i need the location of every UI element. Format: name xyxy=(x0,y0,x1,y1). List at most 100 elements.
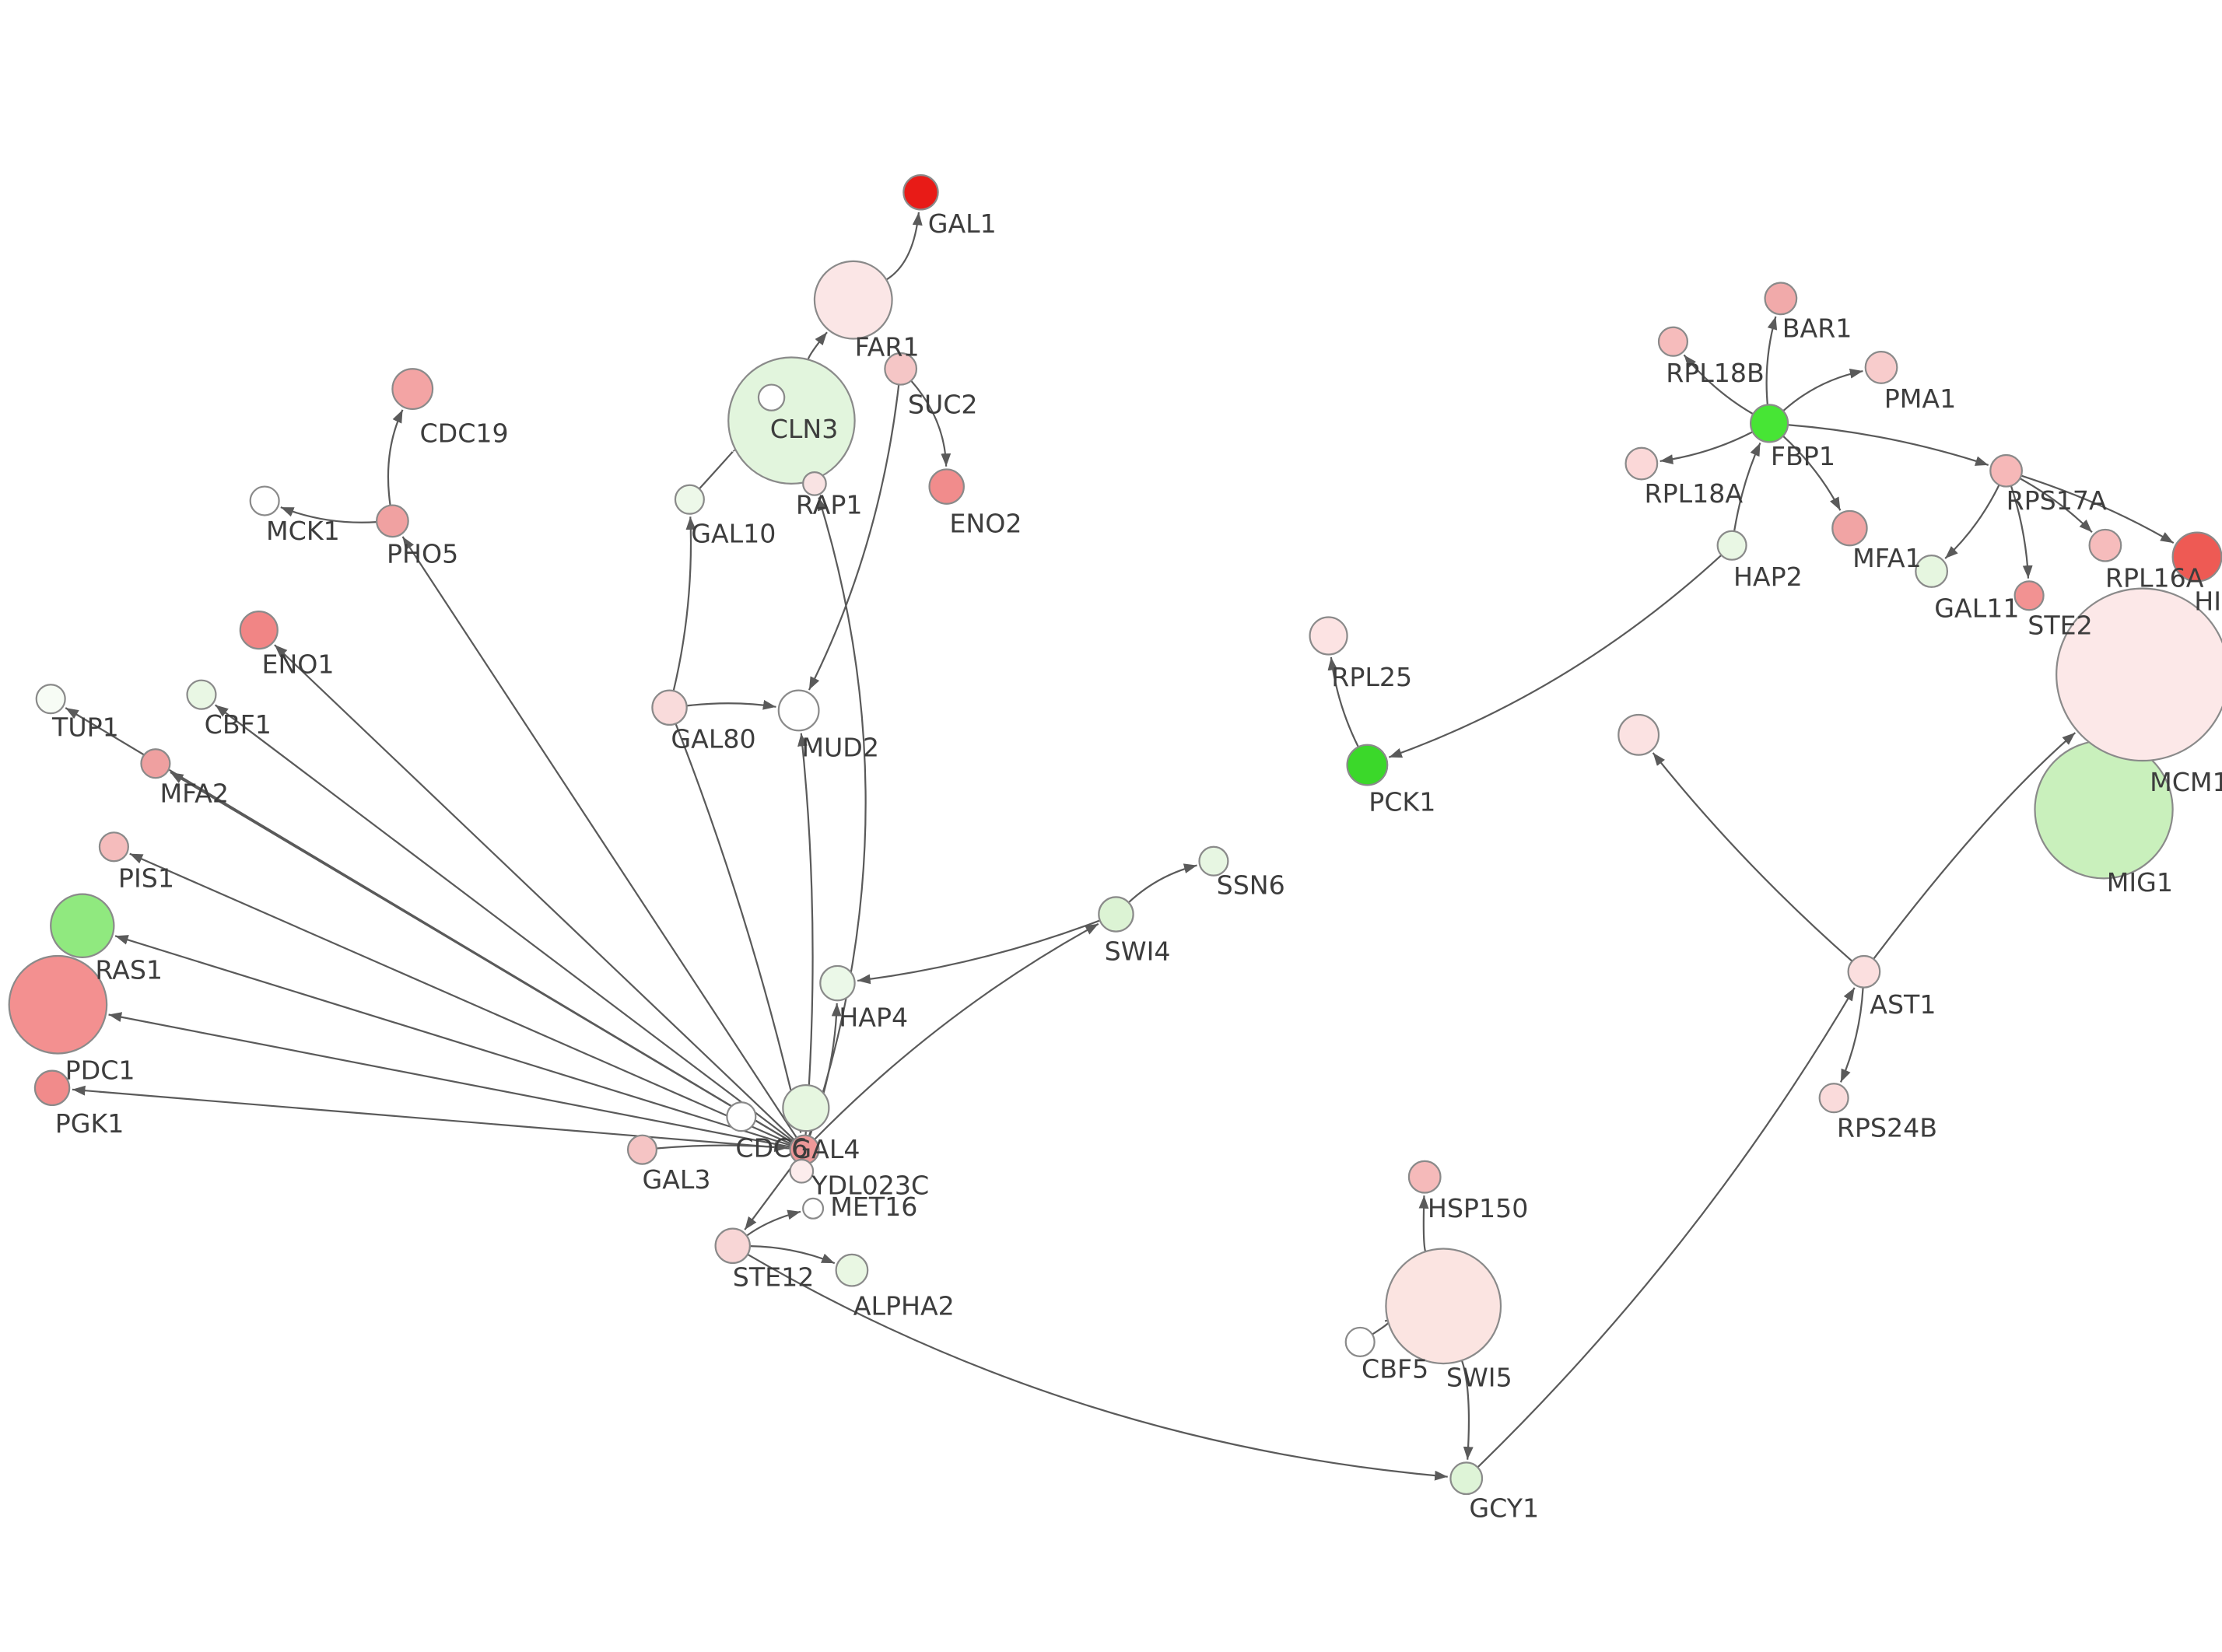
edge-ast1-n3[interactable] xyxy=(1652,752,1853,962)
node-pis1[interactable] xyxy=(98,831,129,863)
edge-gcy1-ast1[interactable] xyxy=(1477,987,1856,1468)
edge-fbp1-mfa1[interactable] xyxy=(1782,435,1842,511)
edge-gal80-gal10[interactable] xyxy=(672,516,696,691)
node-far1[interactable] xyxy=(813,260,893,340)
edge-ste12-gcy1[interactable] xyxy=(747,1253,1448,1481)
edge-gal3-gal4[interactable] xyxy=(656,1142,787,1153)
node-pma1[interactable] xyxy=(1864,351,1898,384)
node-ras1[interactable] xyxy=(50,893,115,958)
node-ste12[interactable] xyxy=(714,1227,752,1265)
node-suc2[interactable] xyxy=(884,352,918,386)
edge-gal4-pgk1[interactable] xyxy=(72,1085,790,1150)
edge-gal4-ras1[interactable] xyxy=(114,935,791,1146)
node-n2[interactable] xyxy=(726,1101,757,1132)
node-tup1[interactable] xyxy=(35,684,66,715)
edge-fbp1-rps17a[interactable] xyxy=(1787,424,1989,466)
node-pdc1[interactable] xyxy=(8,954,108,1055)
node-pgk1[interactable] xyxy=(33,1069,71,1107)
node-ste2[interactable] xyxy=(2013,580,2045,611)
node-pck1[interactable] xyxy=(1346,744,1389,786)
edge-rps17a-ste2[interactable] xyxy=(2010,485,2033,579)
edge-ste12-alpha2[interactable] xyxy=(749,1245,836,1265)
node-hap2[interactable] xyxy=(1716,530,1747,561)
node-mig1[interactable] xyxy=(2034,740,2174,880)
node-mck1[interactable] xyxy=(249,485,280,516)
edge-swi4-ssn6[interactable] xyxy=(1127,863,1197,904)
edge-gal4-rap1[interactable] xyxy=(808,497,867,1136)
edge-gal4-pis1[interactable] xyxy=(129,852,792,1145)
node-cln3[interactable] xyxy=(727,356,856,485)
edge-fbp1-pma1[interactable] xyxy=(1782,368,1863,412)
node-ast1[interactable] xyxy=(1847,954,1881,989)
node-rps17a[interactable] xyxy=(1989,453,2023,488)
edge-ast1-mcm1[interactable] xyxy=(1873,732,2077,960)
edge-ast1-rps24b[interactable] xyxy=(1839,987,1864,1083)
node-gcy1[interactable] xyxy=(1449,1461,1484,1496)
node-ssn6[interactable] xyxy=(1198,845,1229,877)
node-n3[interactable] xyxy=(1617,713,1660,756)
node-gal10[interactable] xyxy=(674,484,705,515)
node-rpl18b[interactable] xyxy=(1657,326,1689,357)
edge-swi5-gcy1[interactable] xyxy=(1460,1360,1474,1460)
node-n1[interactable] xyxy=(757,383,786,411)
edge-cbf5-swi5[interactable] xyxy=(1372,1313,1399,1335)
edge-gal4-eno1[interactable] xyxy=(274,644,795,1141)
edge-gal4-pho5[interactable] xyxy=(401,536,797,1139)
edge-gal4-mud2[interactable] xyxy=(797,733,814,1136)
node-cdc19[interactable] xyxy=(391,368,434,411)
edge-fbp1-rpl18a[interactable] xyxy=(1659,431,1754,465)
edge-pck1-rpl25[interactable] xyxy=(1327,656,1359,747)
node-bar1[interactable] xyxy=(1764,282,1798,316)
node-gal1[interactable] xyxy=(902,174,939,211)
edge-gal4-cbf1[interactable] xyxy=(215,704,794,1142)
edge-fbp1-rpl18b[interactable] xyxy=(1683,354,1754,415)
node-mfa2[interactable] xyxy=(140,748,171,779)
node-rpl25[interactable] xyxy=(1309,616,1348,656)
edge-gal4-pdc1[interactable] xyxy=(108,1012,791,1148)
edge-gal4-ste12[interactable] xyxy=(744,1160,797,1230)
edge-gal80-mud2[interactable] xyxy=(686,699,776,710)
edge-ste12-met16[interactable] xyxy=(746,1209,801,1237)
edge-hap2-pck1[interactable] xyxy=(1388,554,1723,758)
node-cbf5[interactable] xyxy=(1344,1326,1376,1357)
node-pho5[interactable] xyxy=(375,504,409,538)
edge-pho5-cdc19[interactable] xyxy=(387,409,404,506)
node-rap1[interactable] xyxy=(802,471,827,496)
node-gal80[interactable] xyxy=(651,689,688,726)
edge-swi4-hap4[interactable] xyxy=(857,919,1101,985)
edge-hap2-fbp1[interactable] xyxy=(1733,443,1761,532)
edge-rps17a-rpl16a[interactable] xyxy=(2019,478,2093,534)
edge-far1-gal1[interactable] xyxy=(885,212,923,281)
node-alpha2[interactable] xyxy=(835,1253,869,1287)
node-hsp150[interactable] xyxy=(1407,1160,1442,1194)
node-mcm1[interactable] xyxy=(2056,587,2222,762)
node-swi5[interactable] xyxy=(1385,1248,1502,1365)
edge-gal4-mfa2[interactable] xyxy=(170,772,793,1143)
node-swi4[interactable] xyxy=(1098,896,1134,933)
node-cdc6[interactable] xyxy=(782,1083,830,1132)
edge-rps17a-gal11[interactable] xyxy=(1944,485,2000,559)
node-ydl023c[interactable] xyxy=(789,1158,815,1184)
node-cbf1[interactable] xyxy=(186,679,217,710)
edge-gal4-swi4[interactable] xyxy=(814,922,1099,1140)
node-his4[interactable] xyxy=(2171,531,2222,583)
edge-gal80-gal4[interactable] xyxy=(675,723,803,1133)
node-gal11[interactable] xyxy=(1915,555,1949,588)
node-eno1[interactable] xyxy=(239,611,279,650)
edge-suc2-eno2[interactable] xyxy=(910,380,952,467)
edge-fbp1-bar1[interactable] xyxy=(1765,316,1778,405)
edge-cln3-far1[interactable] xyxy=(807,331,828,360)
node-mfa1[interactable] xyxy=(1831,509,1868,547)
node-mud2[interactable] xyxy=(777,689,820,732)
node-rpl18a[interactable] xyxy=(1624,446,1659,481)
node-hap4[interactable] xyxy=(819,964,856,1002)
node-rpl16a[interactable] xyxy=(2088,528,2122,562)
edge-suc2-mud2[interactable] xyxy=(808,384,900,691)
edge-pho5-mck1[interactable] xyxy=(280,506,377,523)
edge-gal10-cln3[interactable] xyxy=(698,439,747,490)
edge-swi5-hsp150[interactable] xyxy=(1418,1195,1429,1252)
node-eno2[interactable] xyxy=(928,468,965,505)
node-rps24b[interactable] xyxy=(1818,1083,1849,1114)
node-gal3[interactable] xyxy=(626,1134,658,1165)
edge-rps17a-his4[interactable] xyxy=(2020,474,2175,544)
